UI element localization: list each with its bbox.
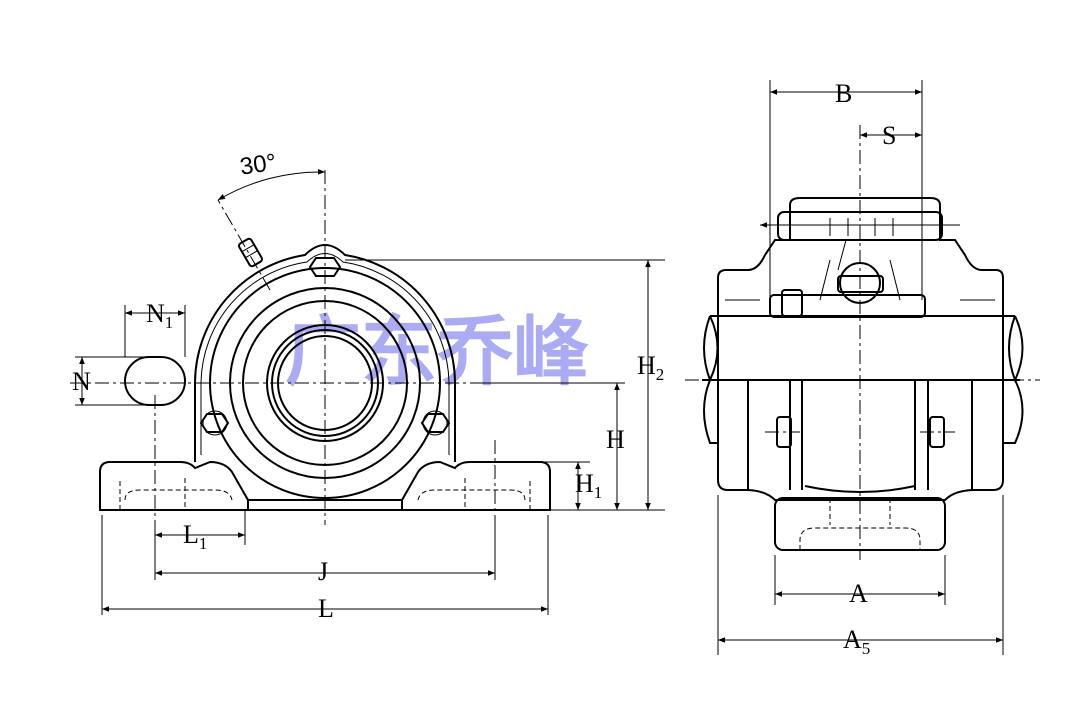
side-view: B S A A5 — [685, 79, 1040, 658]
dim-A-label: A — [849, 579, 868, 608]
dim-H-label: H — [606, 425, 625, 454]
dim-N1-label: N1 — [146, 299, 173, 332]
dim-L1-label: L1 — [183, 520, 207, 553]
front-view: 30° N1 N L1 J L H H1 H2 — [70, 149, 665, 623]
dim-H2-label: H2 — [637, 351, 664, 384]
dim-B-label: B — [835, 79, 852, 108]
dim-A5-label: A5 — [843, 625, 870, 658]
watermark: 广东乔峰 — [285, 307, 589, 396]
dim-S-label: S — [882, 121, 896, 150]
dim-N-label: N — [72, 367, 91, 396]
dim-H1-label: H1 — [575, 469, 602, 502]
dim-J-label: J — [318, 557, 328, 586]
angle-label: 30° — [238, 149, 278, 181]
dim-L-label: L — [318, 594, 334, 623]
